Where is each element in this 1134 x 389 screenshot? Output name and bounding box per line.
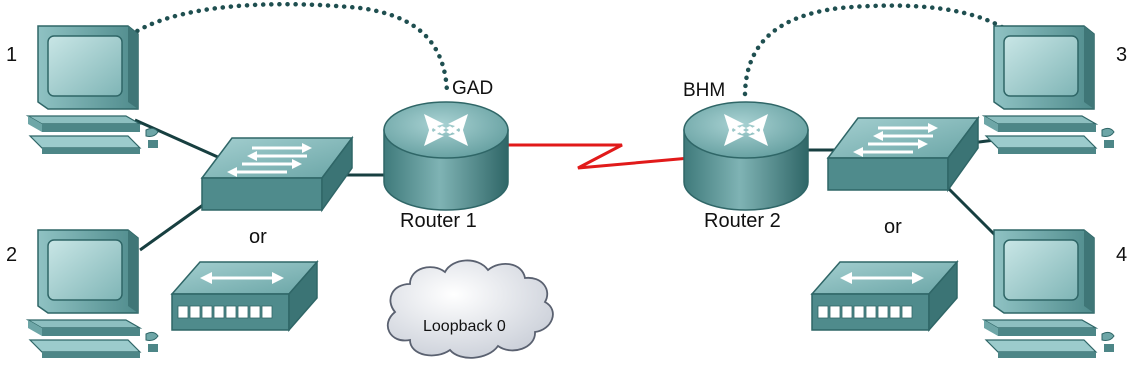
or-left-label: or <box>249 226 267 248</box>
hub-right-icon <box>810 260 959 332</box>
pc-3-label: 3 <box>1116 44 1128 66</box>
pc-1-icon <box>27 25 159 155</box>
hostname-bhm: BHM <box>683 80 726 101</box>
console-cable-gad <box>121 1 450 95</box>
hostname-gad: GAD <box>452 78 494 99</box>
or-right-label: or <box>884 216 902 238</box>
pc-3-icon <box>983 25 1115 155</box>
serial-link <box>505 143 691 170</box>
pc-4-icon <box>983 229 1115 359</box>
pc-2-label: 2 <box>6 244 18 266</box>
hub-left-icon <box>170 260 319 332</box>
router-2-icon <box>683 101 809 211</box>
router-2-label: Router 2 <box>704 210 781 232</box>
console-cable-bhm <box>742 3 1023 97</box>
router-1-label: Router 1 <box>400 210 477 232</box>
loopback-label: Loopback 0 <box>423 318 506 335</box>
link-pc2-switch <box>139 198 211 252</box>
loopback-cloud-icon <box>386 259 554 359</box>
pc-4-label: 4 <box>1116 244 1128 266</box>
link-pc1-switch <box>134 118 221 160</box>
router-1-icon <box>383 101 509 211</box>
switch-right-icon <box>826 116 980 192</box>
pc-1-label: 1 <box>6 44 18 66</box>
switch-left-icon <box>200 136 354 212</box>
pc-2-icon <box>27 229 159 359</box>
